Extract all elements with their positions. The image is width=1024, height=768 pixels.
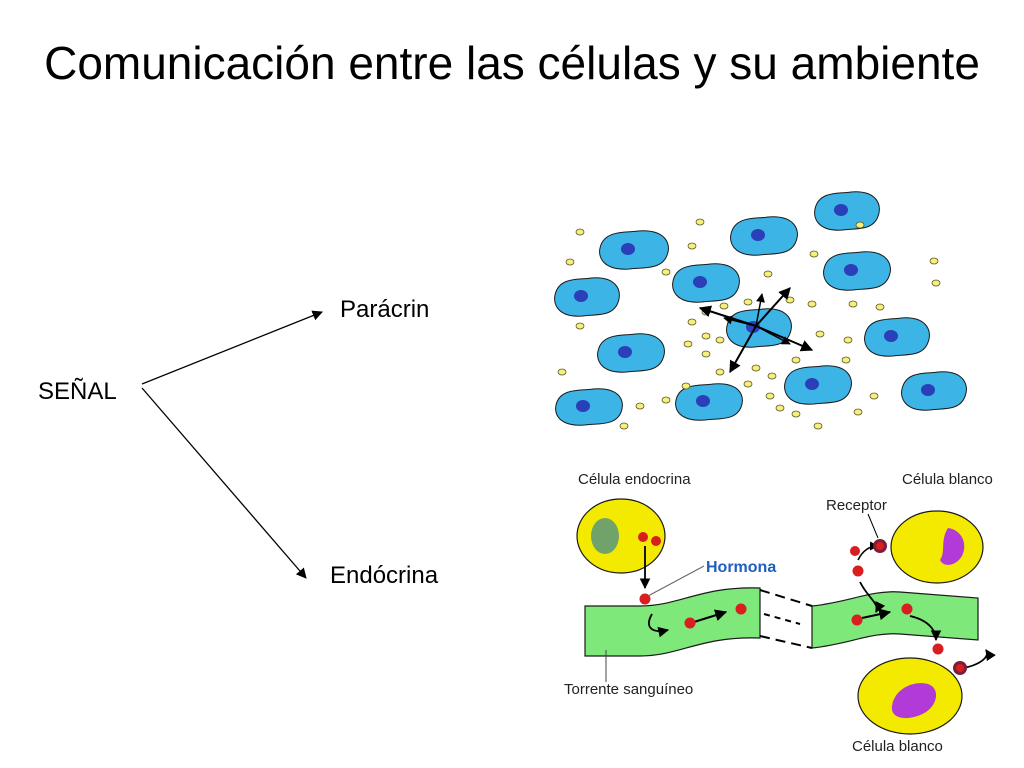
paracrine-cell-nucleus (884, 330, 898, 342)
paracrine-cell-nucleus (574, 290, 588, 302)
signal-molecule (813, 422, 823, 430)
signal-molecule (875, 303, 885, 311)
signal-molecule (715, 336, 725, 344)
hormone-label: Hormona (706, 559, 776, 576)
signal-molecule (869, 392, 879, 400)
signal-molecule (931, 279, 941, 287)
signal-label: SEÑAL (38, 378, 117, 405)
hormone-molecule (852, 565, 864, 577)
bloodstream-vessel-right (811, 591, 979, 649)
signal-molecule (791, 410, 801, 418)
paracrine-cell-nucleus (618, 346, 632, 358)
endocrine-cell (576, 498, 666, 574)
signal-molecule (853, 408, 863, 416)
hormone-molecule (639, 593, 651, 605)
signal-molecule (743, 298, 753, 306)
paracrine-cell-nucleus (844, 264, 858, 276)
signal-molecule (565, 258, 575, 266)
target-cell-top (890, 510, 984, 584)
receptor-label: Receptor (826, 497, 887, 514)
paracrine-diagram (554, 191, 967, 430)
signal-molecule (701, 350, 711, 358)
hormone-molecule (684, 617, 696, 629)
signal-molecule (807, 300, 817, 308)
endocrine-cell-label: Célula endocrina (578, 471, 691, 488)
endocrine-cell-nucleus (591, 518, 619, 554)
signal-molecule (701, 332, 711, 340)
target-cell-top-label: Célula blanco (902, 471, 993, 488)
target-cell-bottom-label: Célula blanco (852, 738, 943, 755)
signal-molecule (848, 300, 858, 308)
paracrine-cell-nucleus (751, 229, 765, 241)
paracrine-label: Parácrin (340, 296, 430, 323)
signal-molecule (841, 356, 851, 364)
target-cell-top-nucleus (940, 528, 965, 565)
signal-molecule (743, 380, 753, 388)
signal-molecule (635, 402, 645, 410)
signal-molecule (809, 250, 819, 258)
paracrine-cell-nucleus (621, 243, 635, 255)
signal-molecule (687, 242, 697, 250)
bloodstream-vessel (584, 587, 761, 657)
slide-title: Comunicación entre las células y su ambi… (44, 37, 980, 89)
signal-molecule (843, 336, 853, 344)
hormone-molecule (638, 532, 648, 542)
hormone-molecule (901, 603, 913, 615)
signal-molecule (719, 302, 729, 310)
arrow-to-paracrine (141, 310, 323, 385)
paracrine-cell-nucleus (696, 395, 710, 407)
signal-molecule (557, 368, 567, 376)
signal-molecule (791, 356, 801, 364)
arrow-to-endocrine (141, 387, 307, 579)
signal-molecule (695, 218, 705, 226)
endocrine-label: Endócrina (330, 562, 439, 589)
paracrine-cell-nucleus (921, 384, 935, 396)
signal-molecule (681, 382, 691, 390)
hormone-molecule (651, 536, 661, 546)
target-cell-bottom-nucleus (891, 683, 937, 719)
signal-molecule (575, 228, 585, 236)
signal-molecule (763, 270, 773, 278)
signal-molecule (661, 268, 671, 276)
signal-molecule (767, 372, 777, 380)
signal-molecule (683, 340, 693, 348)
signal-molecule (815, 330, 825, 338)
paracrine-cell-nucleus (693, 276, 707, 288)
signal-molecule (855, 221, 865, 229)
signal-molecule (715, 368, 725, 376)
signal-molecule (765, 392, 775, 400)
signal-molecule (775, 404, 785, 412)
paracrine-cell-nucleus (834, 204, 848, 216)
bloodstream-label: Torrente sanguíneo (564, 681, 693, 698)
signal-molecule (687, 318, 697, 326)
paracrine-cell-nucleus (576, 400, 590, 412)
hormone-molecule (735, 603, 747, 615)
hormone-molecule (851, 614, 863, 626)
signal-molecule (751, 364, 761, 372)
signal-molecule (929, 257, 939, 265)
endocrine-diagram: Célula endocrina Célula blanco Receptor … (564, 471, 996, 755)
paracrine-diffusion-arrows (698, 287, 814, 374)
signal-molecule (785, 296, 795, 304)
signal-molecule (619, 422, 629, 430)
hormone-molecule (932, 643, 944, 655)
signal-molecule (661, 396, 671, 404)
paracrine-cell-nucleus (805, 378, 819, 390)
signal-molecule (575, 322, 585, 330)
hormone-molecule (850, 546, 860, 556)
